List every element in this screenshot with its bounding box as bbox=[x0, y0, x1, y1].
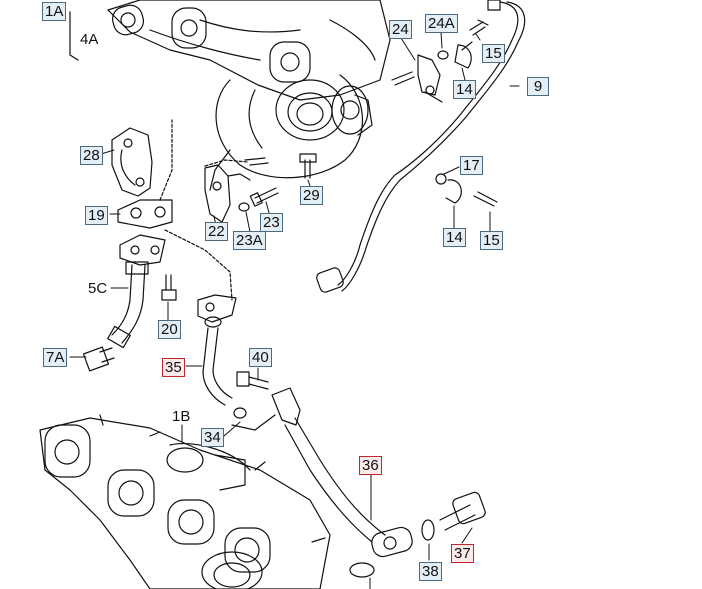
bracket-22 bbox=[204, 164, 251, 223]
bolt-15-top bbox=[469, 19, 489, 36]
upper-turbocharger bbox=[209, 74, 373, 191]
callout-leaders bbox=[69, 31, 520, 589]
callout-35: 35 bbox=[162, 358, 185, 377]
callout-23a: 23A bbox=[233, 231, 266, 250]
callout-15-mid: 15 bbox=[480, 231, 503, 250]
callout-29: 29 bbox=[300, 186, 323, 205]
dashed-leaders bbox=[159, 119, 249, 301]
callout-14-top: 14 bbox=[453, 80, 476, 99]
callout-19: 19 bbox=[85, 206, 108, 225]
studs-upper bbox=[244, 71, 415, 166]
oil-return-pipe-36 bbox=[231, 387, 386, 543]
callout-14-mid: 14 bbox=[443, 228, 466, 247]
gasket-28 bbox=[111, 127, 153, 197]
upper-exhaust-manifold bbox=[107, 0, 391, 101]
bolt-40 bbox=[236, 371, 269, 390]
union-7a bbox=[82, 346, 115, 372]
callout-40: 40 bbox=[249, 348, 272, 367]
clamp-14-top bbox=[454, 41, 473, 69]
callout-23: 23 bbox=[260, 213, 283, 232]
callout-5c: 5C bbox=[88, 280, 108, 297]
lower-exhaust-manifold bbox=[39, 414, 331, 589]
callout-9: 9 bbox=[527, 77, 549, 96]
callout-22: 22 bbox=[205, 222, 228, 241]
callout-1b: 1B bbox=[172, 408, 191, 425]
leader-4a bbox=[69, 11, 79, 61]
callout-1a: 1A bbox=[42, 2, 67, 21]
callout-4a: 4A bbox=[80, 31, 99, 48]
callout-36: 36 bbox=[359, 456, 382, 475]
washer-24a bbox=[437, 50, 449, 60]
callout-17: 17 bbox=[460, 156, 483, 175]
bracket-24 bbox=[417, 54, 443, 103]
oil-feed-pipe-9 bbox=[316, 0, 526, 293]
banjo-fitting-37 bbox=[349, 491, 486, 578]
callout-15-top: 15 bbox=[482, 44, 505, 63]
callout-28: 28 bbox=[80, 146, 103, 165]
bolt-23 bbox=[249, 187, 279, 207]
callout-37: 37 bbox=[451, 544, 474, 563]
lower-turbocharger bbox=[166, 442, 263, 589]
callout-24a: 24A bbox=[425, 14, 458, 33]
callout-24: 24 bbox=[389, 20, 412, 39]
callout-38: 38 bbox=[419, 562, 442, 581]
washer-23a bbox=[238, 202, 250, 212]
callout-20: 20 bbox=[158, 320, 181, 339]
callout-34: 34 bbox=[201, 428, 224, 447]
oil-pipe-35 bbox=[197, 294, 247, 419]
gasket-19 bbox=[117, 199, 173, 229]
bolt-29 bbox=[299, 153, 317, 179]
callout-7a: 7A bbox=[43, 348, 68, 367]
bolt-20 bbox=[161, 274, 177, 301]
clamp-14-mid bbox=[435, 173, 498, 207]
oil-return-pipe-5c bbox=[107, 234, 166, 349]
